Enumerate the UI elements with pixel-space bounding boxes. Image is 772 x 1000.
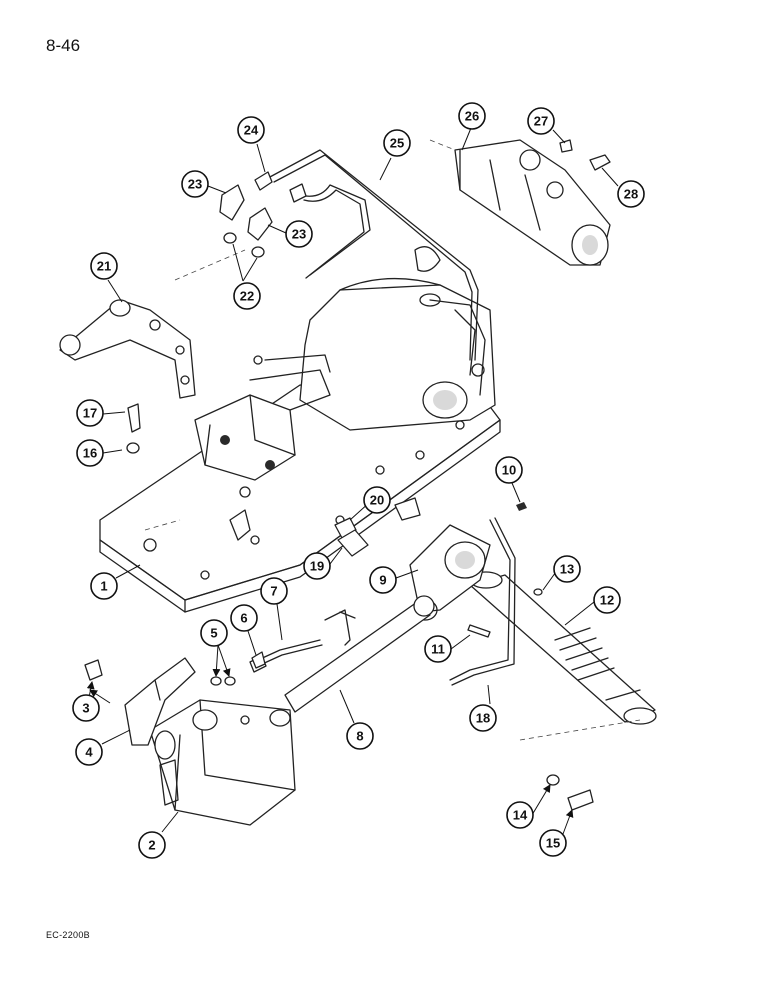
dashed-guides xyxy=(144,139,641,741)
callout-7: 7 xyxy=(260,577,288,605)
callout-16: 16 xyxy=(76,439,104,467)
callout-11: 11 xyxy=(424,635,452,663)
callout-10: 10 xyxy=(495,456,523,484)
callout-22: 22 xyxy=(233,282,261,310)
svg-text:13: 13 xyxy=(560,562,574,577)
callout-3: 3 xyxy=(72,694,100,722)
control-valve-block xyxy=(194,354,331,481)
svg-text:24: 24 xyxy=(244,123,259,138)
svg-text:27: 27 xyxy=(534,114,548,129)
callout-25: 25 xyxy=(383,129,411,157)
svg-text:7: 7 xyxy=(270,584,277,599)
rockshaft xyxy=(469,571,657,725)
svg-text:10: 10 xyxy=(502,463,516,478)
callout-23-left: 23 xyxy=(181,170,209,198)
callout-26: 26 xyxy=(458,102,486,130)
svg-text:23: 23 xyxy=(292,227,306,242)
svg-text:6: 6 xyxy=(240,611,247,626)
callout-15: 15 xyxy=(539,829,567,857)
svg-text:28: 28 xyxy=(624,187,638,202)
bracket xyxy=(124,657,196,746)
callout-5: 5 xyxy=(200,619,228,647)
leader-lines xyxy=(86,127,619,843)
page-number: 8-46 xyxy=(46,36,81,55)
callout-9: 9 xyxy=(369,566,397,594)
callout-19: 19 xyxy=(303,552,331,580)
callout-8: 8 xyxy=(346,722,374,750)
svg-text:18: 18 xyxy=(476,711,490,726)
callout-21: 21 xyxy=(90,252,118,280)
callout-17: 17 xyxy=(76,399,104,427)
callout-2: 2 xyxy=(138,831,166,859)
callout-28: 28 xyxy=(617,180,645,208)
callout-27: 27 xyxy=(527,107,555,135)
callout-24: 24 xyxy=(237,116,265,144)
connecting-rod xyxy=(284,595,435,713)
svg-text:8: 8 xyxy=(356,729,363,744)
callout-1: 1 xyxy=(90,572,118,600)
svg-text:3: 3 xyxy=(82,701,89,716)
linkage-arm xyxy=(59,299,196,399)
svg-text:17: 17 xyxy=(83,406,97,421)
callout-12: 12 xyxy=(593,586,621,614)
return-pipe xyxy=(449,517,516,686)
callout-14: 14 xyxy=(506,801,534,829)
callout-23-right: 23 xyxy=(285,220,313,248)
svg-text:20: 20 xyxy=(370,493,384,508)
svg-text:5: 5 xyxy=(210,626,217,641)
svg-text:22: 22 xyxy=(240,289,254,304)
callout-6: 6 xyxy=(230,604,258,632)
svg-text:19: 19 xyxy=(310,559,324,574)
svg-text:23: 23 xyxy=(188,177,202,192)
pump-unit xyxy=(149,699,296,826)
callout-4: 4 xyxy=(75,738,103,766)
svg-text:4: 4 xyxy=(85,745,93,760)
pivot-bracket xyxy=(454,139,611,266)
svg-text:16: 16 xyxy=(83,446,97,461)
svg-text:9: 9 xyxy=(379,573,386,588)
svg-text:1: 1 xyxy=(100,579,107,594)
lift-housing-dome xyxy=(299,246,496,431)
svg-text:11: 11 xyxy=(431,642,445,657)
svg-text:15: 15 xyxy=(546,836,560,851)
svg-text:26: 26 xyxy=(465,109,479,124)
callout-20: 20 xyxy=(363,486,391,514)
callout-18: 18 xyxy=(469,704,497,732)
svg-text:12: 12 xyxy=(600,593,614,608)
fittings xyxy=(84,139,611,811)
svg-text:25: 25 xyxy=(390,136,404,151)
lift-arm xyxy=(409,524,491,621)
figure-code: EC-2200B xyxy=(46,930,90,940)
svg-text:2: 2 xyxy=(148,838,155,853)
svg-text:21: 21 xyxy=(97,259,111,274)
callout-13: 13 xyxy=(553,555,581,583)
svg-text:14: 14 xyxy=(513,808,528,823)
